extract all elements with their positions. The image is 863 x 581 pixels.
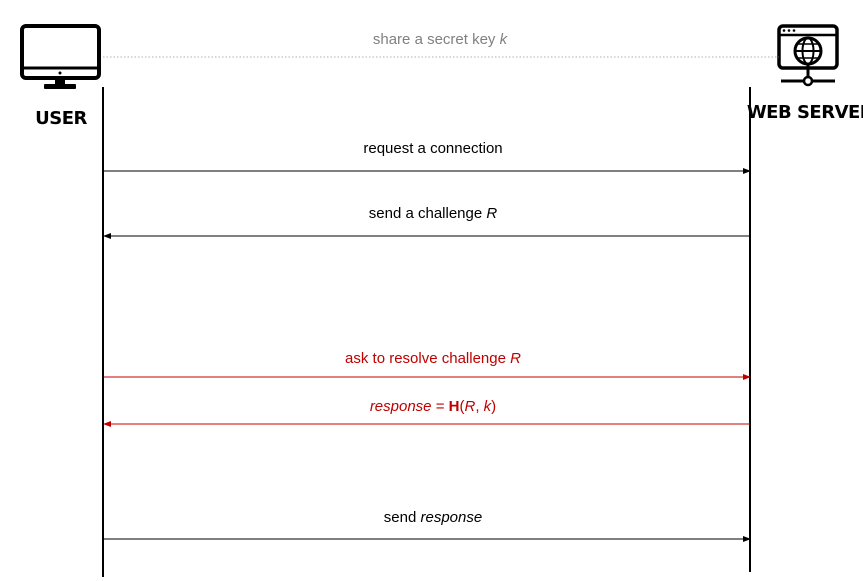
shared-secret-var: k [500, 31, 509, 48]
message-label-challenge: send a challenge R [369, 205, 498, 222]
web-server-label: WEB SERVER [747, 102, 863, 123]
message-label-part: k [484, 398, 493, 415]
desktop-monitor-icon [20, 24, 101, 89]
message-label-part: H [449, 398, 460, 415]
message-label-part: ) [491, 398, 496, 415]
message-label-send-response: send response [384, 509, 482, 526]
message-label-part: send a challenge [369, 205, 487, 222]
message-label-response-hash: response = H(R, k) [370, 398, 496, 415]
shared-secret-prefix: share a secret key [373, 31, 500, 48]
message-label-request: request a connection [363, 140, 502, 157]
message-label-part: request a connection [363, 140, 502, 157]
shared-secret-label: share a secret key k [373, 31, 509, 48]
user-label: USER [35, 108, 87, 129]
message-label-part: , [475, 398, 483, 415]
message-label-part: response [420, 509, 482, 526]
message-label-part: ask to resolve challenge [345, 350, 510, 367]
message-label-part: = [432, 398, 449, 415]
message-label-ask-resolve: ask to resolve challenge R [345, 350, 521, 367]
message-label-part: R [486, 205, 497, 222]
message-label-part: send [384, 509, 421, 526]
web-globe-icon [777, 24, 839, 87]
message-label-part: R [464, 398, 475, 415]
message-label-part: ( [459, 398, 464, 415]
message-label-part: response [370, 398, 432, 415]
message-label-part: R [510, 350, 521, 367]
